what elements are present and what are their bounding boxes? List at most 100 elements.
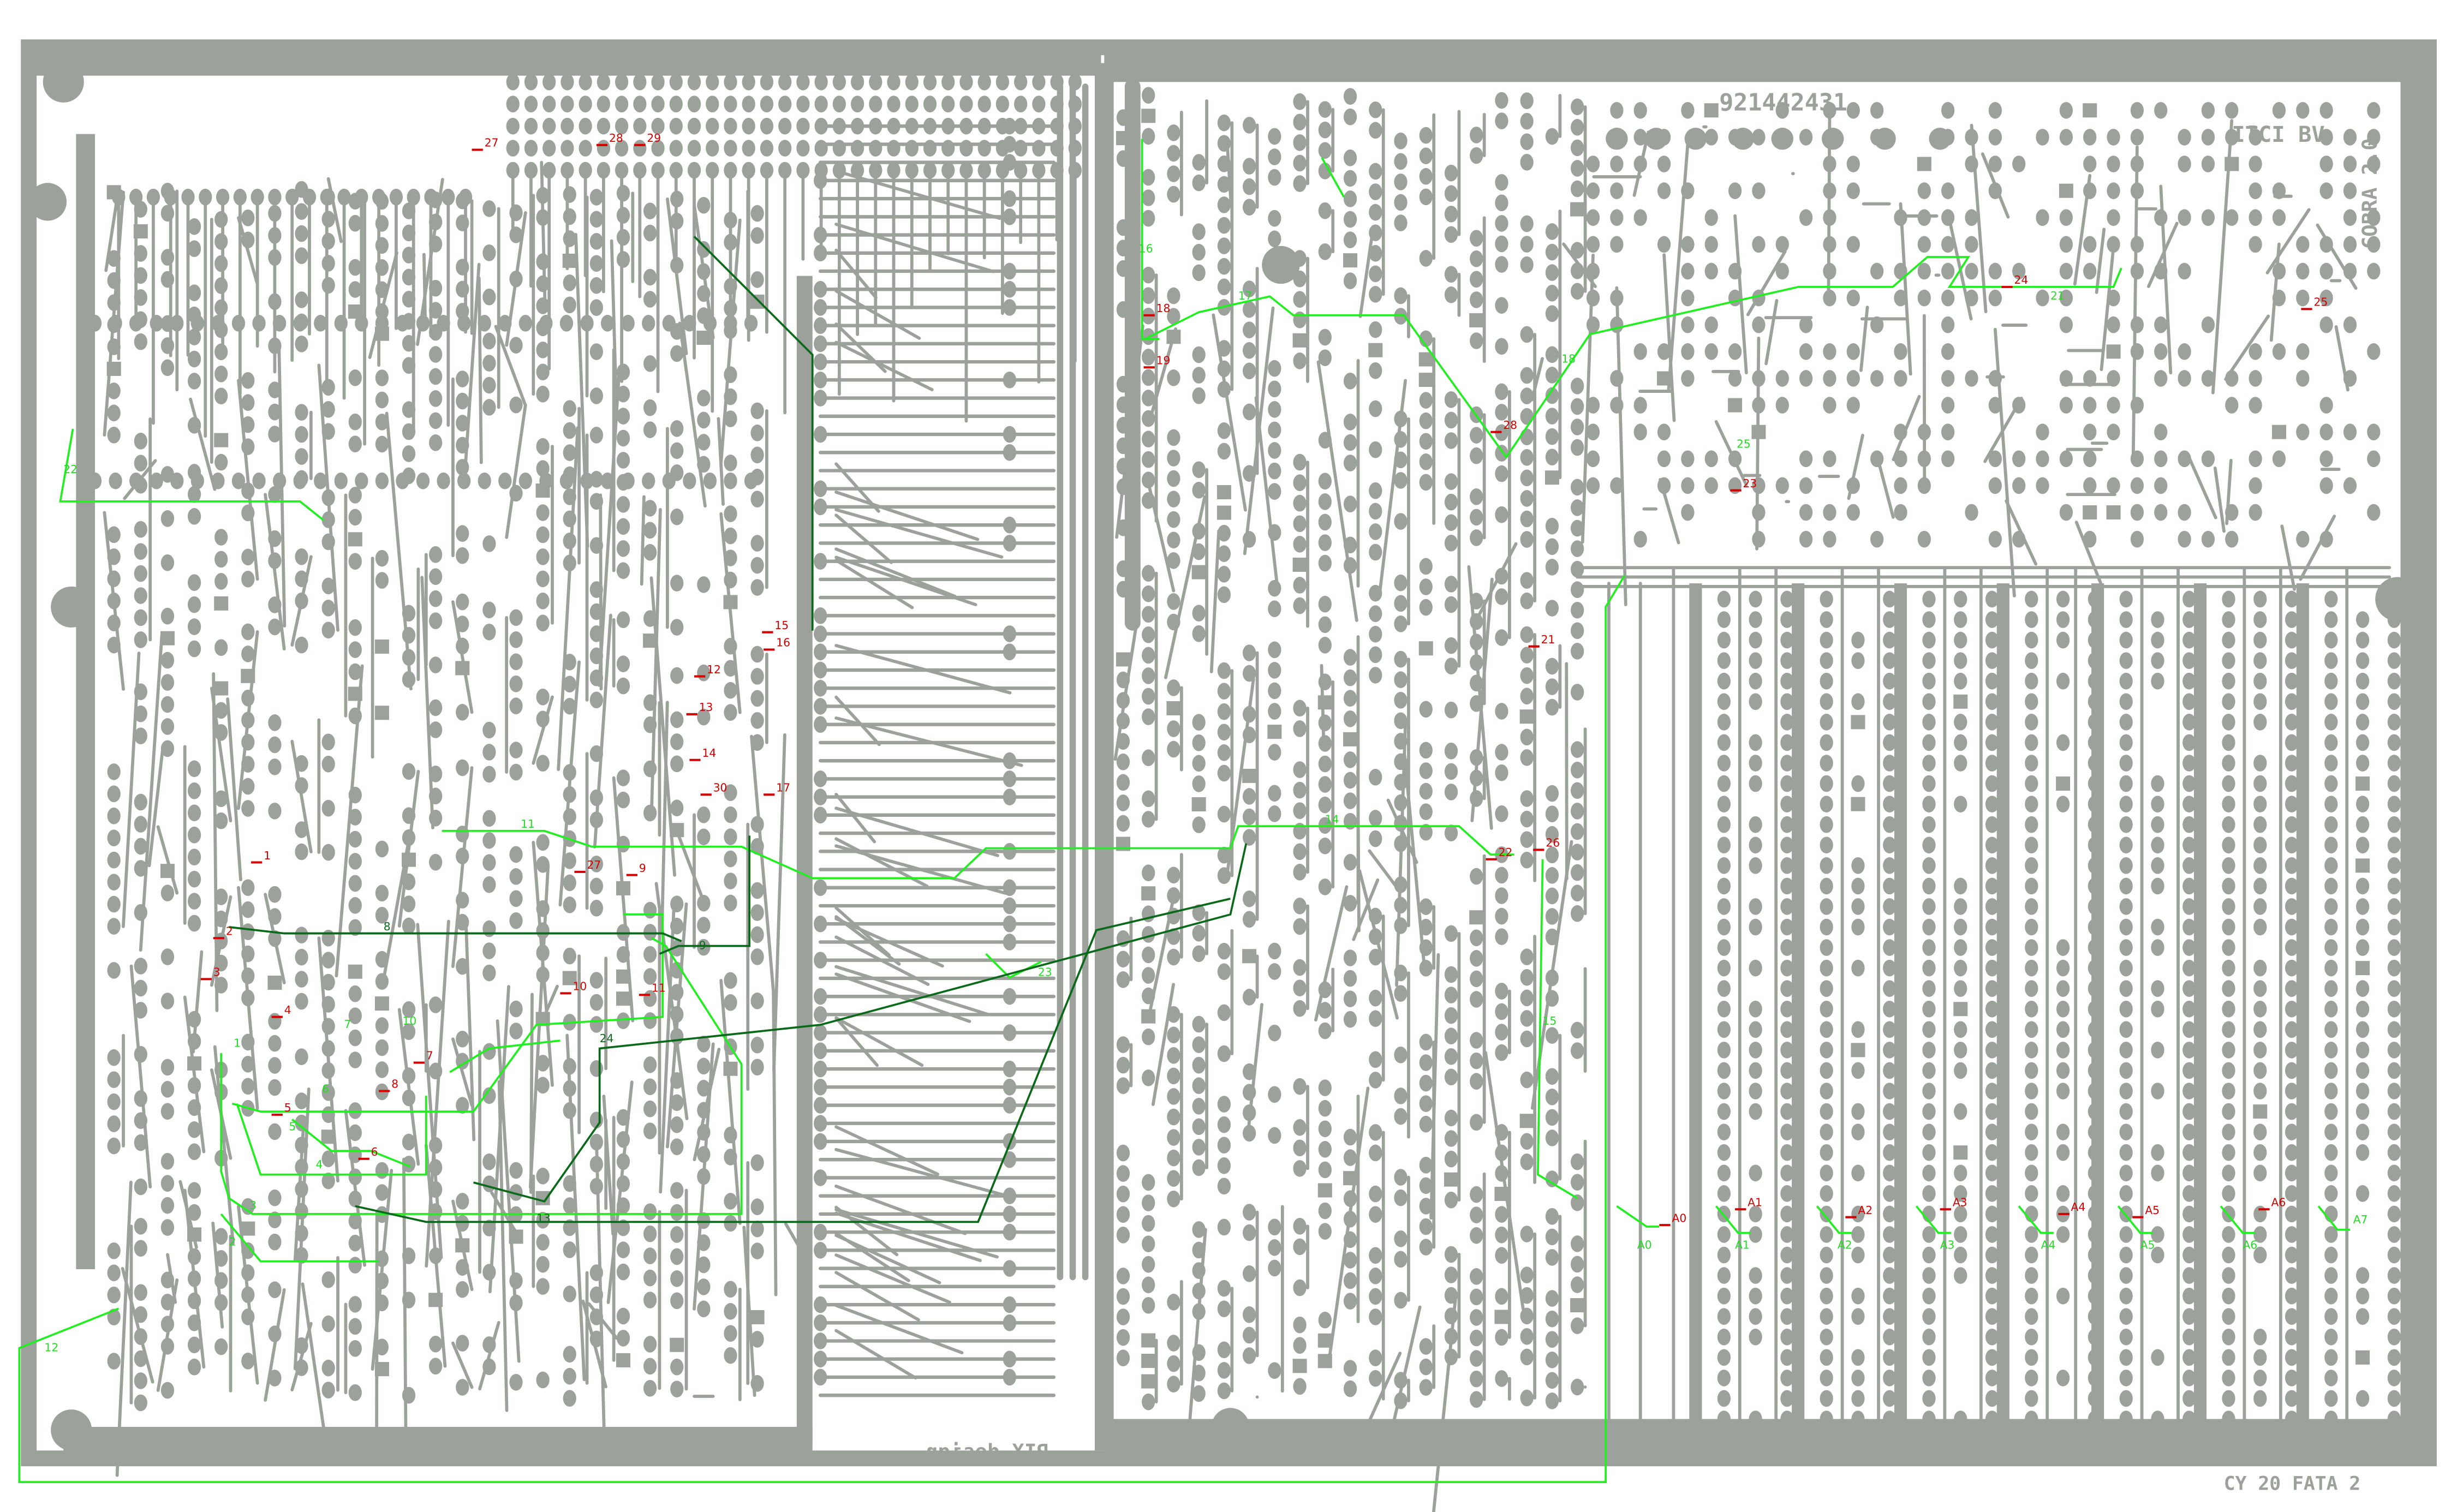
- round-pad: [1633, 343, 1647, 360]
- round-pad: [348, 1234, 362, 1252]
- square-pad: [750, 1310, 765, 1324]
- round-pad: [1419, 168, 1433, 185]
- round-pad: [1167, 948, 1180, 966]
- round-pad: [1780, 1123, 1794, 1140]
- round-pad: [134, 609, 147, 626]
- round-pad: [1780, 1267, 1794, 1284]
- round-pad: [1293, 1316, 1307, 1334]
- round-pad: [1941, 289, 1955, 307]
- round-pad: [2222, 631, 2235, 649]
- round-pad: [2025, 1287, 2038, 1305]
- round-pad: [1570, 419, 1584, 435]
- round-pad: [742, 73, 755, 91]
- round-pad: [1167, 1026, 1180, 1044]
- round-pad: [2059, 236, 2073, 253]
- round-pad: [2107, 477, 2120, 494]
- round-pad: [1142, 811, 1155, 828]
- round-pad: [268, 758, 282, 775]
- round-pad: [1318, 735, 1332, 752]
- round-pad: [683, 472, 696, 489]
- round-pad: [905, 73, 919, 91]
- round-pad: [796, 162, 810, 179]
- copper-trace: [834, 915, 901, 966]
- round-pad: [1369, 321, 1382, 338]
- round-pad: [1192, 367, 1206, 384]
- round-pad: [1883, 672, 1897, 690]
- round-pad: [1116, 1268, 1130, 1284]
- round-pad: [241, 210, 255, 226]
- round-pad: [321, 577, 335, 595]
- round-pad: [977, 73, 991, 91]
- round-pad: [1167, 429, 1180, 446]
- round-pad: [2253, 857, 2267, 874]
- square-pad: [1317, 1183, 1332, 1198]
- round-pad: [2025, 1021, 2038, 1038]
- round-pad: [1369, 286, 1382, 303]
- round-pad: [348, 1124, 362, 1142]
- round-pad: [600, 472, 615, 489]
- round-pad: [2025, 1349, 2038, 1366]
- round-pad: [1717, 1083, 1731, 1099]
- round-pad: [1419, 960, 1433, 977]
- round-pad: [1444, 596, 1458, 613]
- round-pad: [750, 579, 764, 596]
- round-pad: [2182, 1042, 2196, 1059]
- round-pad: [1444, 205, 1458, 223]
- square-pad: [214, 433, 229, 447]
- round-pad: [2324, 1390, 2338, 1407]
- round-pad: [1293, 577, 1307, 594]
- round-pad: [321, 621, 335, 639]
- round-pad: [1192, 1077, 1206, 1095]
- copper-trace: [183, 995, 206, 1154]
- round-pad: [750, 926, 764, 943]
- round-pad: [456, 1030, 469, 1048]
- round-pad: [2222, 816, 2235, 833]
- round-pad: [268, 1281, 282, 1299]
- round-pad: [1717, 775, 1731, 792]
- round-pad: [268, 426, 282, 443]
- round-pad: [2324, 734, 2338, 751]
- round-pad: [1717, 1042, 1731, 1059]
- round-pad: [2355, 734, 2370, 751]
- round-pad: [2387, 1349, 2401, 1366]
- round-pad: [750, 882, 764, 899]
- round-pad: [616, 677, 630, 695]
- round-pad: [1167, 450, 1180, 467]
- square-pad: [1418, 352, 1433, 367]
- square-pad: [1704, 103, 1719, 118]
- square-pad: [616, 1353, 631, 1367]
- round-pad: [1470, 1186, 1483, 1203]
- round-pad: [2387, 1042, 2401, 1059]
- round-pad: [1142, 471, 1155, 489]
- copper-trace: [385, 411, 413, 691]
- round-pad: [2324, 1226, 2338, 1243]
- round-pad: [1820, 1328, 1833, 1346]
- round-pad: [2319, 397, 2333, 414]
- square-pad: [1953, 694, 1968, 709]
- round-pad: [1470, 1114, 1483, 1131]
- round-pad: [2355, 980, 2370, 997]
- round-pad: [2285, 1349, 2299, 1366]
- copper-trace: [1378, 379, 1407, 591]
- round-pad: [1217, 942, 1231, 960]
- round-pad: [1851, 1349, 1865, 1366]
- round-pad: [1922, 1083, 1936, 1099]
- round-pad: [524, 73, 538, 91]
- round-pad: [134, 1240, 147, 1257]
- round-pad: [2151, 836, 2164, 854]
- round-pad: [1470, 447, 1483, 464]
- round-pad: [1192, 924, 1206, 942]
- round-pad: [1570, 160, 1584, 177]
- round-pad: [1749, 918, 1762, 936]
- round-pad: [1142, 1174, 1155, 1191]
- round-pad: [509, 337, 523, 354]
- round-pad: [2056, 734, 2070, 751]
- round-pad: [1343, 88, 1357, 105]
- round-pad: [1419, 1218, 1433, 1235]
- round-pad: [1318, 554, 1332, 572]
- round-pad: [295, 1181, 308, 1198]
- square-pad: [348, 964, 362, 979]
- round-pad: [1570, 885, 1584, 901]
- round-pad: [1268, 1362, 1281, 1379]
- large-pad: [1929, 128, 1951, 150]
